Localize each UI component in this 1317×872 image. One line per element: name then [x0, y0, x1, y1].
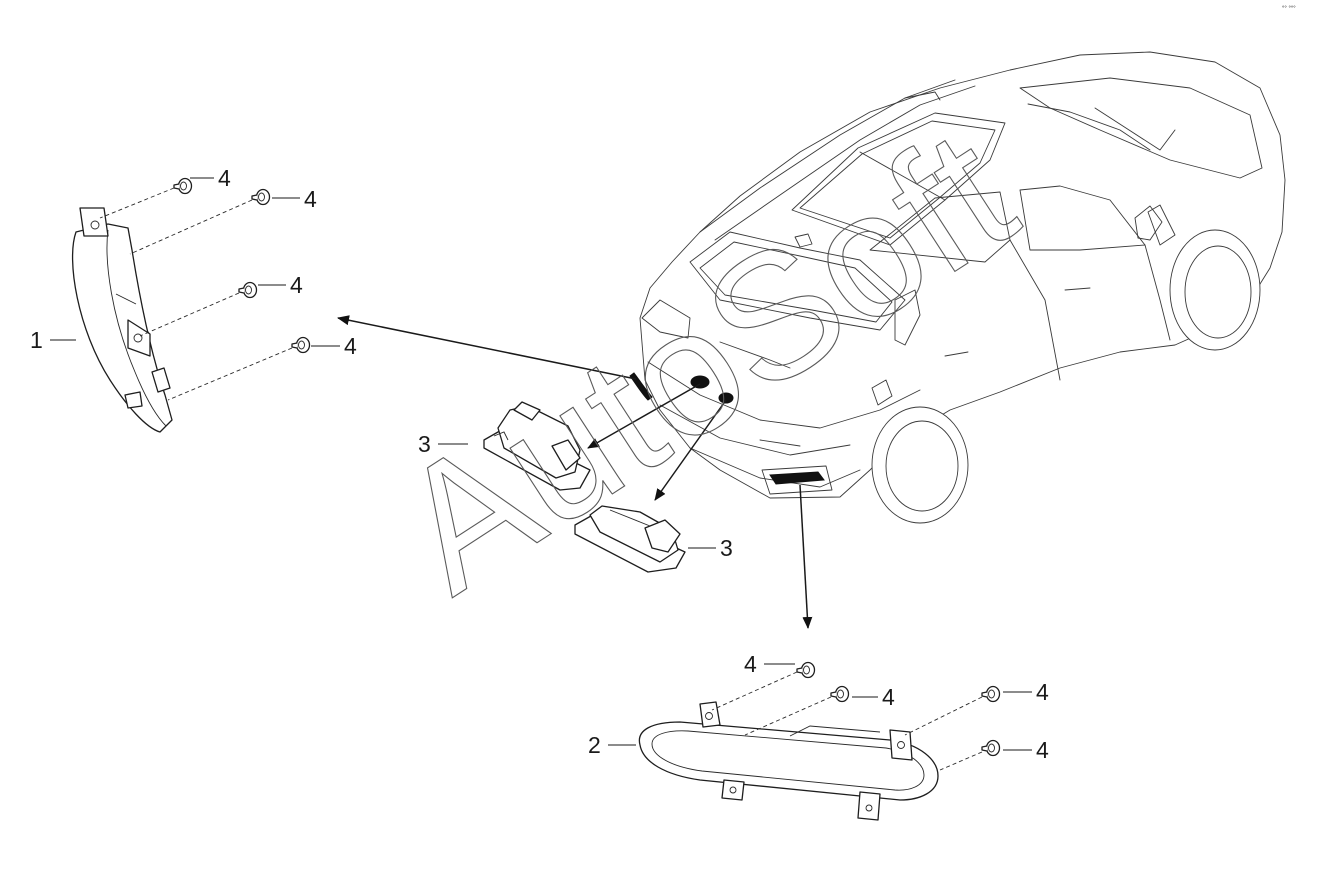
corner-mark: °° °°° [1282, 6, 1296, 12]
callout-3: 3 [418, 431, 431, 457]
arrow-icon [337, 315, 637, 380]
callout-4: 4 [218, 165, 231, 191]
callout-4: 4 [744, 651, 757, 677]
clip-fastener-icon [830, 685, 850, 703]
highlight-licence-lamp-1 [690, 375, 710, 389]
callout-1: 1 [30, 327, 43, 353]
arrow-icon [654, 399, 727, 501]
clip-fastener-icon [251, 188, 271, 206]
arrow-icon [799, 484, 813, 629]
callout-4: 4 [344, 333, 357, 359]
callout-4: 4 [882, 684, 895, 710]
arrow-icon [587, 383, 701, 449]
clip-fastener-icon [796, 661, 816, 679]
highlight-licence-lamp-2 [718, 392, 734, 404]
part-2-rear-reflector [638, 701, 939, 821]
part-2-fasteners [711, 661, 1001, 771]
callout-labels: 1 4 4 4 4 3 3 2 4 4 4 4 [30, 165, 1049, 763]
clip-fastener-icon [238, 281, 258, 299]
callout-4: 4 [1036, 737, 1049, 763]
callout-3: 3 [720, 535, 733, 561]
clip-fastener-icon [291, 336, 311, 354]
clip-fastener-icon [981, 739, 1001, 757]
callout-2: 2 [588, 732, 601, 758]
part-3-licence-lamp-lower [574, 505, 686, 573]
callout-4: 4 [290, 272, 303, 298]
clip-fastener-icon [981, 685, 1001, 703]
clip-fastener-icon [173, 177, 193, 195]
part-3-licence-lamp-upper [483, 401, 591, 491]
callout-4: 4 [1036, 679, 1049, 705]
highlight-lamp-location [629, 372, 653, 401]
vehicle-outline [629, 51, 1286, 524]
location-arrows [337, 315, 813, 629]
part-1-side-lamp [71, 207, 173, 433]
callout-4: 4 [304, 186, 317, 212]
part-1-fasteners [99, 177, 311, 401]
highlight-reflector-location [769, 471, 825, 485]
